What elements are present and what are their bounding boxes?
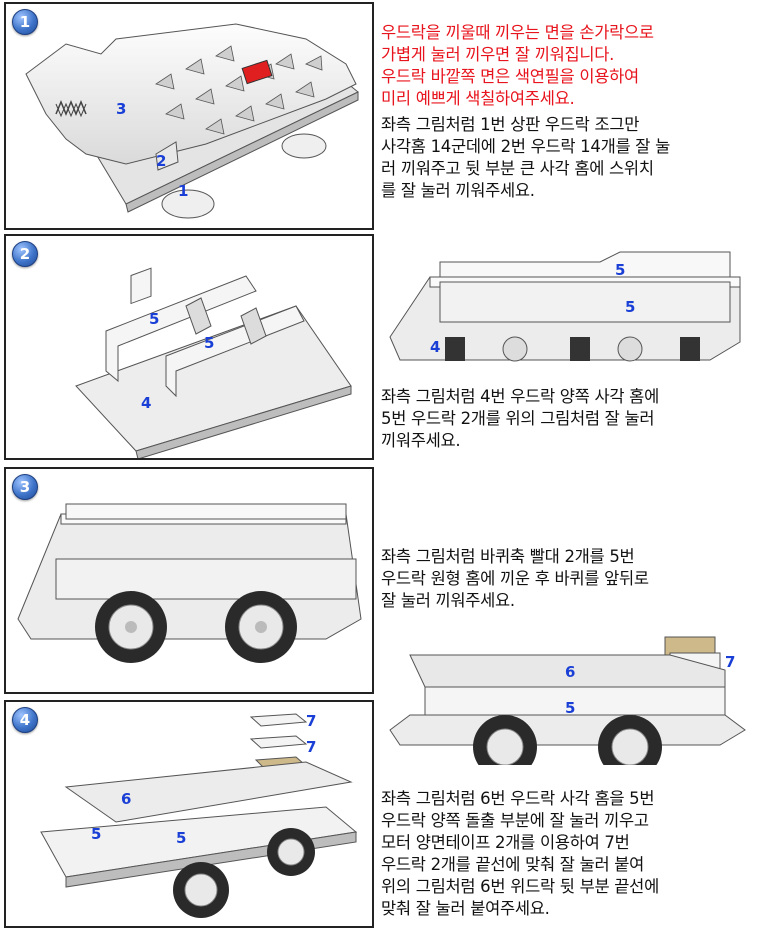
wheel-icon bbox=[473, 715, 537, 765]
step-badge: 3 bbox=[12, 474, 38, 500]
part-label: 5 bbox=[204, 334, 214, 352]
part-label: 1 bbox=[178, 182, 188, 200]
part-label: 4 bbox=[141, 394, 151, 412]
part-label: 5 bbox=[625, 298, 635, 316]
wheel-icon bbox=[95, 591, 167, 663]
switch-icon bbox=[241, 59, 273, 85]
part-label: 3 bbox=[116, 100, 126, 118]
wheel-icon bbox=[173, 862, 229, 918]
step2-illustration: 5 5 4 bbox=[75, 267, 352, 458]
part-label: 2 bbox=[156, 152, 166, 170]
part-label: 6 bbox=[565, 663, 575, 681]
step3-panel: 3 bbox=[4, 467, 374, 694]
step2-side-illustration: 5 5 4 bbox=[389, 251, 741, 362]
step1-illustration: 3 2 1 bbox=[25, 23, 359, 219]
part-label: 7 bbox=[306, 712, 316, 730]
step4-panel: 4 7 7 6 5 5 bbox=[4, 700, 374, 928]
step1-panel: 1 3 2 1 bbox=[4, 2, 374, 230]
part-label: 5 bbox=[176, 829, 186, 847]
step3-illustration bbox=[17, 503, 362, 663]
part-label: 7 bbox=[725, 653, 735, 671]
part-label: 5 bbox=[565, 699, 575, 717]
part-label: 4 bbox=[430, 338, 440, 356]
step-badge: 1 bbox=[12, 9, 38, 35]
part-label: 5 bbox=[149, 310, 159, 328]
step-badge: 2 bbox=[12, 241, 38, 267]
part-label: 6 bbox=[121, 790, 131, 808]
wheel-icon bbox=[598, 715, 662, 765]
step4-illustration: 7 7 6 5 5 bbox=[40, 712, 358, 918]
part-label: 5 bbox=[615, 261, 625, 279]
wheel-icon bbox=[267, 828, 315, 876]
step-badge: 4 bbox=[12, 707, 38, 733]
plate-5 bbox=[105, 275, 257, 383]
wheel-icon bbox=[225, 591, 297, 663]
plate-6 bbox=[64, 761, 353, 823]
step4-side-illustration: 6 7 5 bbox=[389, 636, 746, 765]
step2-panel: 2 5 5 4 bbox=[4, 234, 374, 460]
part-label: 5 bbox=[91, 825, 101, 843]
part-label: 7 bbox=[306, 738, 316, 756]
plate-3 bbox=[25, 23, 357, 165]
